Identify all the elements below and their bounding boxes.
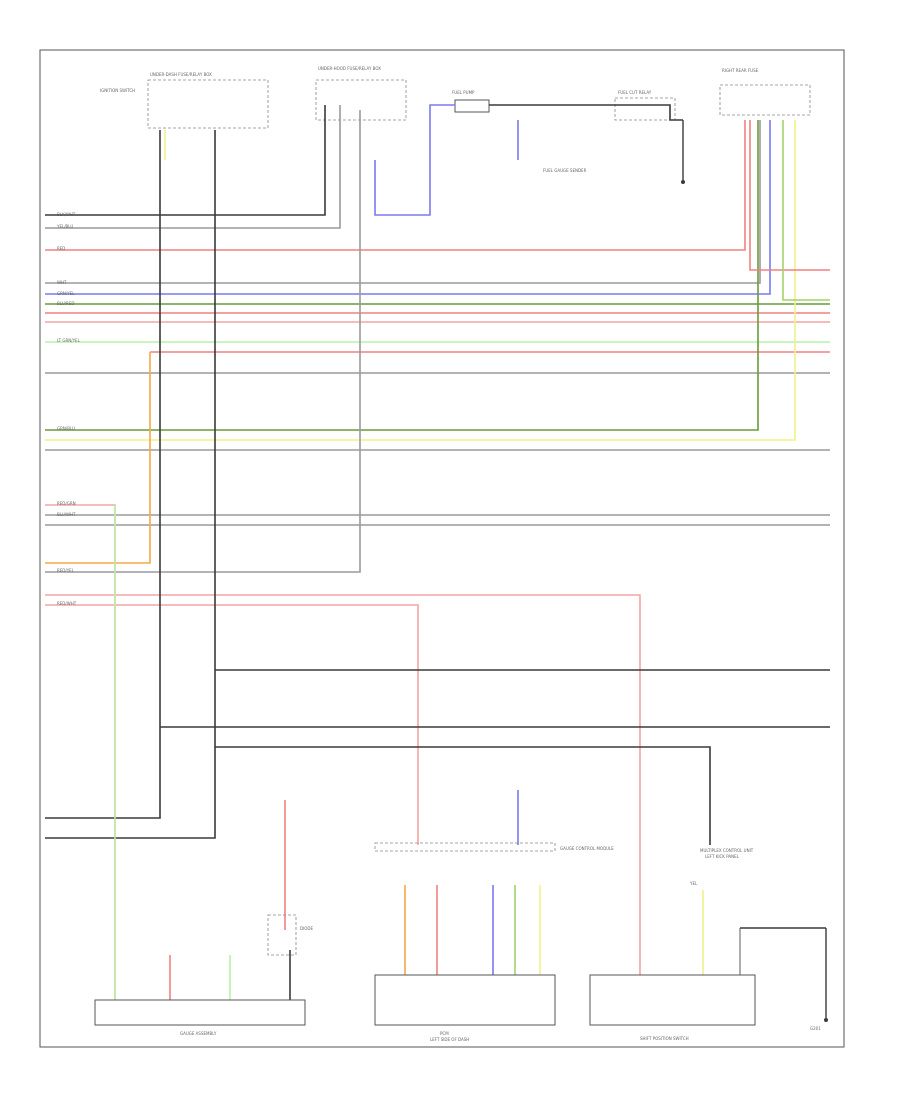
label-grn-yel: GRN/YEL	[57, 291, 75, 296]
ground-g201-label: G201	[810, 1026, 821, 1031]
ground-symbol-right	[681, 120, 685, 184]
label-grn-blu: GRN/BLU	[57, 426, 75, 431]
label-yel: YEL	[689, 881, 698, 886]
label-blu-red: BLU/RED	[57, 301, 74, 306]
label-red: RED	[57, 246, 65, 251]
fuel-pump: FUEL PUMP	[452, 90, 490, 113]
tcm-label: PCM	[440, 1031, 449, 1036]
ground-g201: G201	[740, 927, 828, 1031]
label-red-grn: RED/GRN	[57, 501, 76, 506]
label-red-yel: RED/YEL	[57, 568, 75, 573]
under-hood-fuse-box: UNDER-HOOD FUSE/RELAY BOX	[315, 66, 407, 121]
label-blu-wht: BLU/WHT	[57, 512, 76, 517]
gauge-control-label: GAUGE CONTROL MODULE	[560, 846, 614, 851]
gauge-assembly-label: GAUGE ASSEMBLY	[180, 1031, 217, 1036]
right-fuse-box: RIGHT REAR FUSE	[719, 68, 811, 116]
ignition-switch-label: IGNITION SWITCH	[100, 88, 135, 93]
wire-red-wht-2	[45, 604, 419, 845]
diode-label: DIODE	[300, 926, 313, 931]
wire-red-bus	[45, 120, 746, 251]
under-dash-fuse-box: UNDER-DASH FUSE/RELAY BOX IGNITION SWITC…	[100, 72, 269, 129]
wire-red-wht-1	[45, 594, 641, 975]
wire-fuel-black	[489, 104, 683, 121]
fuel-gauge-sender-label: FUEL GAUGE SENDER	[543, 168, 587, 173]
shift-position-switch: SHIFT POSITION SWITCH	[589, 974, 756, 1041]
wire-orange	[45, 352, 151, 564]
combination-meter: PCM LEFT SIDE OF DASH	[374, 974, 556, 1042]
wire-yel-grn-bus	[45, 120, 796, 441]
under-dash-fuse-box-label: UNDER-DASH FUSE/RELAY BOX	[150, 72, 212, 77]
fuel-cut-relay-label: FUEL CUT RELAY	[618, 90, 652, 95]
label-wht: WHT	[57, 280, 67, 285]
wire-fuel-blue	[374, 104, 455, 216]
fuel-pump-label: FUEL PUMP	[452, 90, 475, 95]
under-hood-fuse-box-label: UNDER-HOOD FUSE/RELAY BOX	[318, 66, 381, 71]
wire-grn-blu-bus	[45, 120, 759, 431]
gauge-assembly: GAUGE ASSEMBLY	[94, 999, 306, 1036]
wire-yel-blu	[45, 105, 341, 229]
label-yel-blu: YEL/BLU	[56, 224, 73, 229]
wire-blu-bus	[45, 120, 771, 295]
fuel-cut-relay: FUEL CUT RELAY	[614, 90, 676, 121]
diode-unit: DIODE	[267, 914, 313, 956]
right-rear-fuse-label: RIGHT REAR FUSE	[722, 68, 759, 73]
wire-black-vert2	[45, 130, 216, 839]
multiplex-control: MULTIPLEX CONTROL UNIT LEFT KICK PANEL	[700, 848, 754, 859]
wire-black-mid3	[215, 746, 711, 845]
gauge-control-box: GAUGE CONTROL MODULE	[374, 842, 614, 852]
body-ctrl-sub-label: LEFT KICK PANEL	[705, 854, 740, 859]
tcm-sub-label: LEFT SIDE OF DASH	[430, 1037, 469, 1042]
wire-wht-bus	[45, 120, 761, 284]
wire-gray5	[45, 110, 361, 573]
wire-right-green	[782, 120, 830, 301]
body-ctrl-label: MULTIPLEX CONTROL UNIT	[700, 848, 754, 853]
wire-red-grn-short	[45, 504, 116, 1000]
diagram-frame	[39, 49, 845, 1048]
wire-labels: BLK/WHT YEL/BLU RED WHT GRN/YEL LT GRN/Y…	[56, 212, 698, 886]
wire-black-vert1	[45, 130, 161, 819]
wire-blk-wht-top	[45, 105, 326, 216]
wires-group	[45, 104, 830, 1000]
wire-right-red-loop	[749, 120, 830, 271]
label-red-wht: RED/WHT	[57, 601, 77, 606]
label-lt-grn-yel: LT GRN/YEL	[57, 338, 81, 343]
label-blk-wht: BLK/WHT	[57, 212, 76, 217]
shift-position-switch-label: SHIFT POSITION SWITCH	[640, 1036, 689, 1041]
